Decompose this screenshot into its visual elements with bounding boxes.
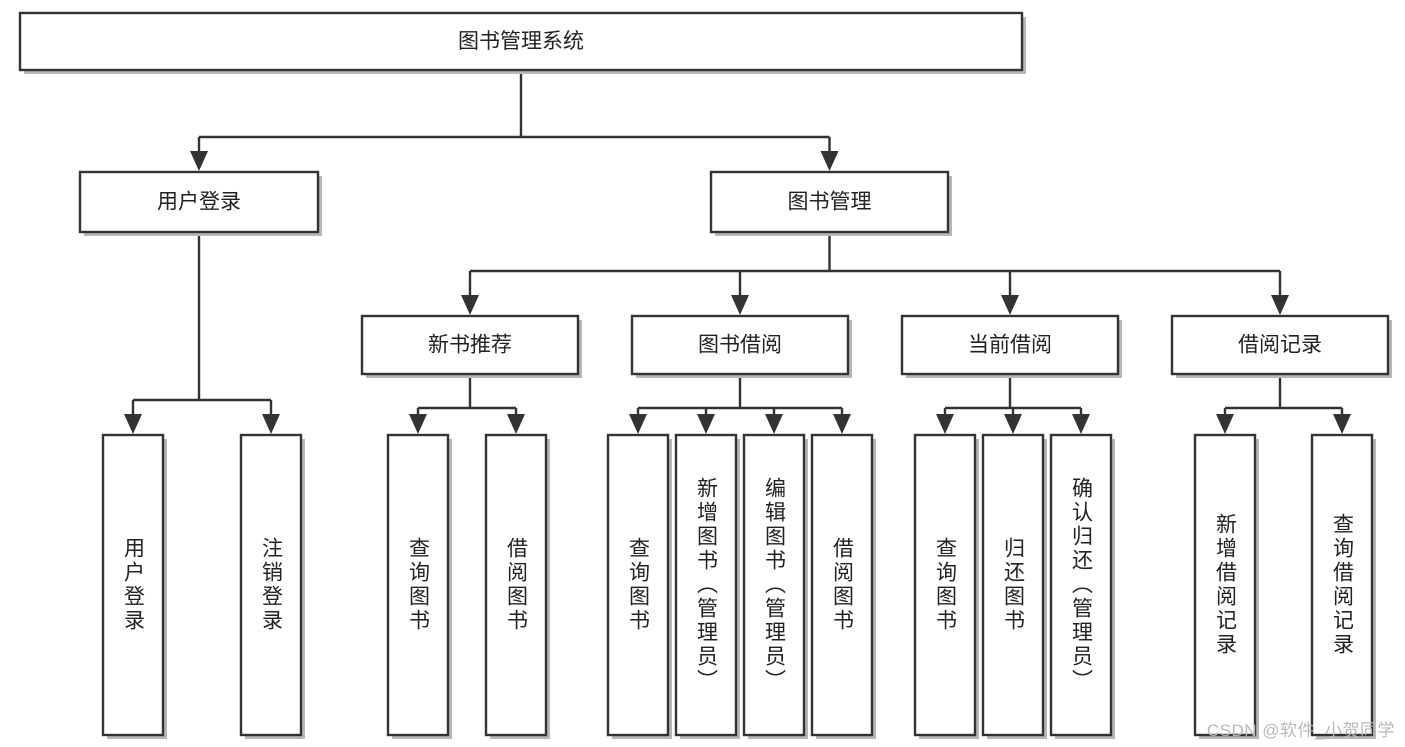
level3-box-3[interactable]: [1170, 314, 1390, 376]
leaf-box-1[interactable]: [239, 433, 303, 737]
level3-box-1[interactable]: [630, 314, 850, 376]
borrow-record-arrow-1: [1333, 414, 1351, 434]
new-book-arrow-0: [409, 414, 427, 434]
book-mgmt-arrow-2: [1001, 295, 1019, 315]
root-box-0[interactable]: [18, 11, 1024, 72]
leaf-box-7[interactable]: [810, 433, 874, 737]
root-label-0: 图书管理系统: [458, 30, 584, 53]
level3-box-2[interactable]: [900, 314, 1120, 376]
leaf-box-0[interactable]: [101, 433, 165, 737]
level3-label-0: 新书推荐: [428, 334, 512, 357]
connectors-layer: [124, 70, 1351, 434]
level2-label-1: 图书管理: [788, 191, 872, 214]
leaf-box-6[interactable]: [742, 433, 806, 737]
book-mgmt-arrow-1: [731, 295, 749, 315]
borrow-record-arrow-0: [1216, 414, 1234, 434]
boxes-layer: [18, 11, 1392, 739]
book-borrow-arrow-1: [697, 414, 715, 434]
current-borrow-arrow-1: [1004, 414, 1022, 434]
current-borrow-arrow-2: [1072, 414, 1090, 434]
book-mgmt-arrow-3: [1271, 295, 1289, 315]
level2-box-0[interactable]: [78, 170, 320, 234]
level2-label-0: 用户登录: [157, 191, 241, 214]
leaf-box-2[interactable]: [386, 433, 450, 737]
root-arrow-0: [190, 151, 208, 171]
level3-box-0[interactable]: [360, 314, 580, 376]
leaf-box-9[interactable]: [981, 433, 1045, 737]
leaf-box-8[interactable]: [913, 433, 977, 737]
current-borrow-arrow-0: [936, 414, 954, 434]
leaf-box-5[interactable]: [674, 433, 738, 737]
leaf-box-12[interactable]: [1310, 433, 1374, 737]
leaf-box-3[interactable]: [484, 433, 548, 737]
level2-box-1[interactable]: [709, 170, 950, 234]
watermark-text: CSDN @软件_小贺同学: [1206, 721, 1395, 740]
level3-label-1: 图书借阅: [698, 334, 782, 357]
leaf-box-11[interactable]: [1193, 433, 1257, 737]
level3-label-2: 当前借阅: [968, 334, 1052, 357]
leaf-box-10[interactable]: [1049, 433, 1113, 737]
leaf-box-4[interactable]: [606, 433, 670, 737]
book-borrow-arrow-0: [629, 414, 647, 434]
new-book-arrow-1: [507, 414, 525, 434]
level3-label-3: 借阅记录: [1238, 334, 1322, 357]
book-borrow-arrow-2: [765, 414, 783, 434]
book-borrow-arrow-3: [833, 414, 851, 434]
user-login-arrow-0: [124, 414, 142, 434]
root-arrow-1: [820, 151, 839, 171]
book-mgmt-arrow-0: [461, 295, 479, 315]
user-login-arrow-1: [262, 414, 280, 434]
